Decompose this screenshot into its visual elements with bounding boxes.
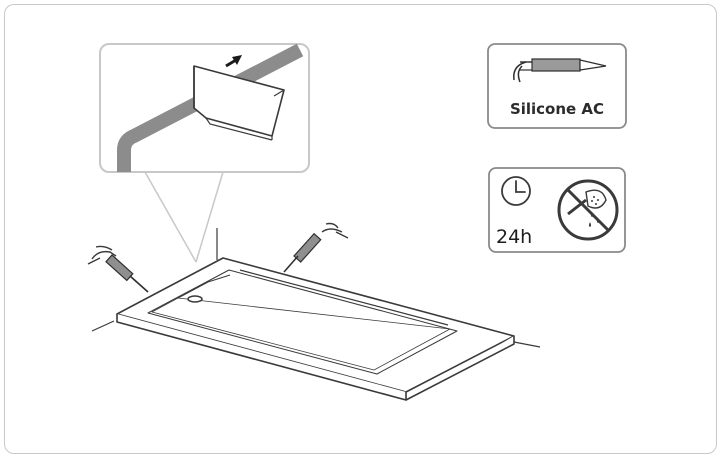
zoom-callout xyxy=(99,43,310,263)
drain-icon xyxy=(187,295,203,303)
direction-arrow-icon xyxy=(225,55,242,68)
time-label: 24h xyxy=(496,226,532,248)
silicone-card: Silicone AC xyxy=(487,43,627,129)
silicone-label: Silicone AC xyxy=(510,100,604,118)
tray-corner-detail xyxy=(193,65,285,141)
silicone-gun-right xyxy=(283,222,349,273)
walls xyxy=(91,228,541,348)
wait-card: 24h xyxy=(488,167,626,253)
silicone-cartridge-gun-icon xyxy=(513,58,607,83)
silicone-gun-left xyxy=(87,245,149,293)
no-shower-icon xyxy=(557,179,619,241)
clock-icon xyxy=(501,176,531,206)
shower-tray xyxy=(116,257,515,401)
